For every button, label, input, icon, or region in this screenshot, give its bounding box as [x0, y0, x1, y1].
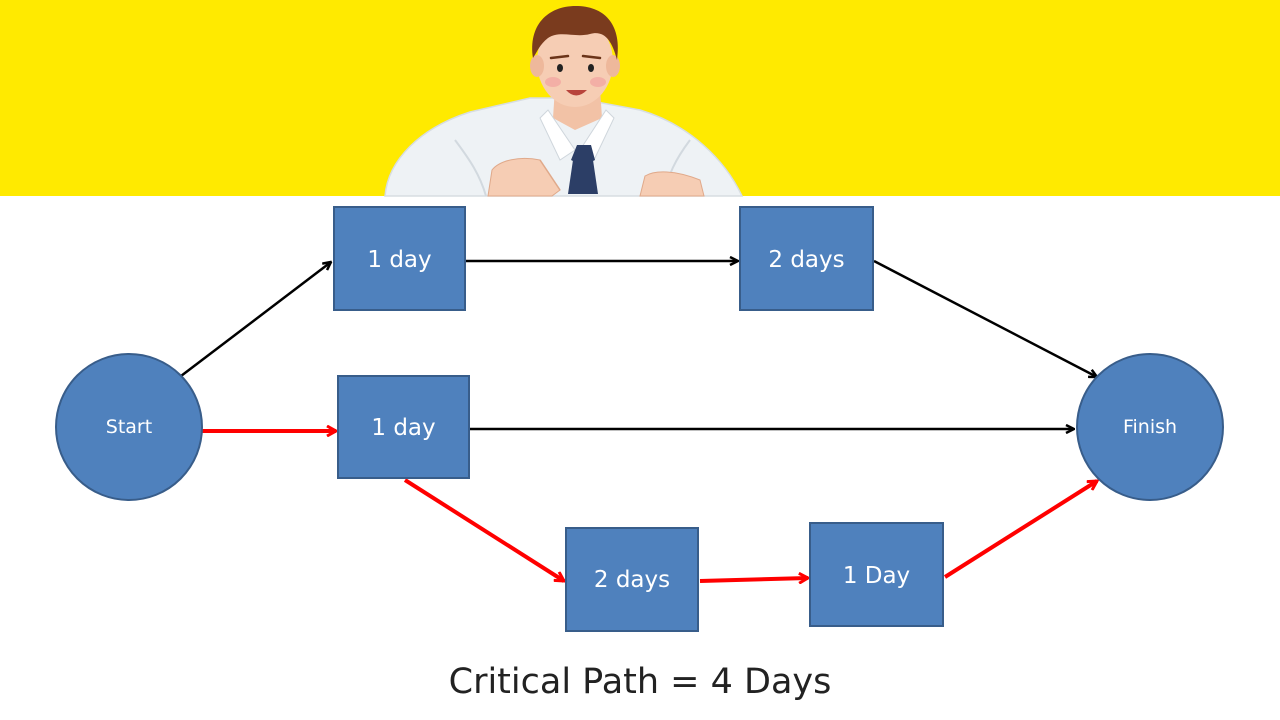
- presenter-man-icon: [384, 5, 744, 197]
- node-mid-1-label: 1 day: [371, 415, 435, 441]
- node-finish: Finish: [1076, 353, 1224, 501]
- arrow-bottom-2-to-finish: [943, 479, 1097, 579]
- node-top-2-label: 2 days: [768, 247, 844, 273]
- node-finish-label: Finish: [1123, 416, 1177, 438]
- arrow-top-2-to-finish: [873, 259, 1097, 377]
- critical-path-caption: Critical Path = 4 Days: [448, 662, 832, 702]
- arrow-start-to-top-1: [180, 262, 331, 377]
- node-bottom-1: 2 days: [565, 527, 699, 632]
- node-start-label: Start: [106, 416, 152, 438]
- node-bottom-2: 1 Day: [809, 522, 944, 627]
- node-top-1-label: 1 day: [367, 247, 431, 273]
- edges: [180, 259, 1097, 583]
- node-start: Start: [55, 353, 203, 501]
- node-bottom-2-label: 1 Day: [843, 563, 910, 589]
- arrow-mid-1-to-bottom-1: [403, 478, 564, 583]
- node-bottom-1-label: 2 days: [594, 567, 670, 593]
- node-top-1: 1 day: [333, 206, 466, 311]
- node-top-2: 2 days: [739, 206, 874, 311]
- node-mid-1: 1 day: [337, 375, 470, 479]
- arrow-bottom-1-to-bottom-2: [699, 578, 808, 581]
